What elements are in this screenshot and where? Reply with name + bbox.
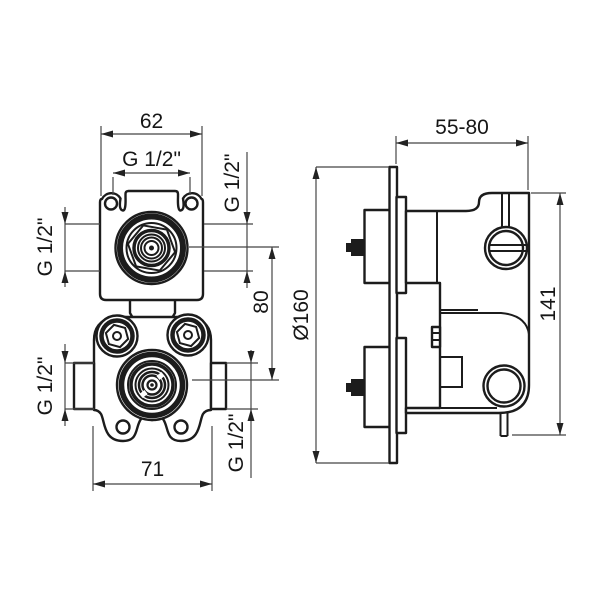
dim-top-thread: G 1/2" xyxy=(112,148,191,195)
dim-height-label: 141 xyxy=(537,286,560,321)
lower-right-pipe-port xyxy=(209,361,228,411)
side-lower-housing xyxy=(363,345,392,429)
lower-left-hex-boss xyxy=(95,314,139,358)
dim-upper-right-thread: G 1/2" xyxy=(204,152,253,288)
side-upper-housing xyxy=(363,208,392,285)
dim-upper-left-thread-label: G 1/2" xyxy=(34,218,57,277)
upper-left-screw-hole xyxy=(103,196,119,211)
dim-plate-diameter: Ø160 xyxy=(290,166,389,464)
side-ribbed-stem xyxy=(430,325,442,349)
dim-top-thread-label: G 1/2" xyxy=(122,148,181,171)
dim-bottom-width: 71 xyxy=(92,426,213,491)
dim-top-width: 62 xyxy=(100,110,203,196)
lower-right-screw-hole xyxy=(173,419,189,435)
lower-flange-edge xyxy=(395,336,408,435)
dim-lower-left-thread: G 1/2" xyxy=(34,344,94,426)
side-lower-spindle xyxy=(346,379,365,396)
dim-top-width-label: 62 xyxy=(140,110,163,133)
dim-upper-right-thread-label: G 1/2" xyxy=(221,154,244,213)
dim-depth-range-label: 55-80 xyxy=(435,116,489,139)
dim-lower-left-thread-label: G 1/2" xyxy=(34,357,57,416)
upper-cartridge-hex-nut xyxy=(126,224,177,272)
dim-lower-right-thread-label: G 1/2" xyxy=(225,414,248,473)
side-top-screw xyxy=(483,193,529,271)
dim-port-spacing: 80 xyxy=(189,246,279,381)
dim-upper-left-thread: G 1/2" xyxy=(34,207,100,287)
side-view: 55-80 Ø160 141 xyxy=(290,116,566,465)
lower-left-screw-hole xyxy=(115,419,131,435)
upper-cartridge xyxy=(114,210,189,286)
side-lower-housing-top xyxy=(440,312,530,335)
dim-port-spacing-label: 80 xyxy=(250,290,273,313)
side-cartridge-step xyxy=(440,356,463,388)
dim-lower-right-thread: G 1/2" xyxy=(225,350,258,478)
lower-right-hex-boss xyxy=(166,313,210,357)
upper-right-screw-hole xyxy=(184,196,199,211)
wall-plate-edge xyxy=(388,165,399,465)
side-bottom-knob xyxy=(482,364,526,437)
front-view: 62 G 1/2" G 1/2" G 1/2" xyxy=(34,110,279,491)
side-trim-body-outline xyxy=(404,191,531,415)
lower-cartridge xyxy=(115,348,189,422)
dim-depth-range: 55-80 xyxy=(395,116,529,190)
dim-bottom-width-label: 71 xyxy=(141,458,164,481)
dim-plate-diameter-label: Ø160 xyxy=(290,289,313,340)
upper-flange-edge xyxy=(395,195,408,295)
dim-height: 141 xyxy=(512,192,566,436)
side-upper-spindle xyxy=(346,239,365,256)
lower-left-pipe-port xyxy=(72,361,96,411)
